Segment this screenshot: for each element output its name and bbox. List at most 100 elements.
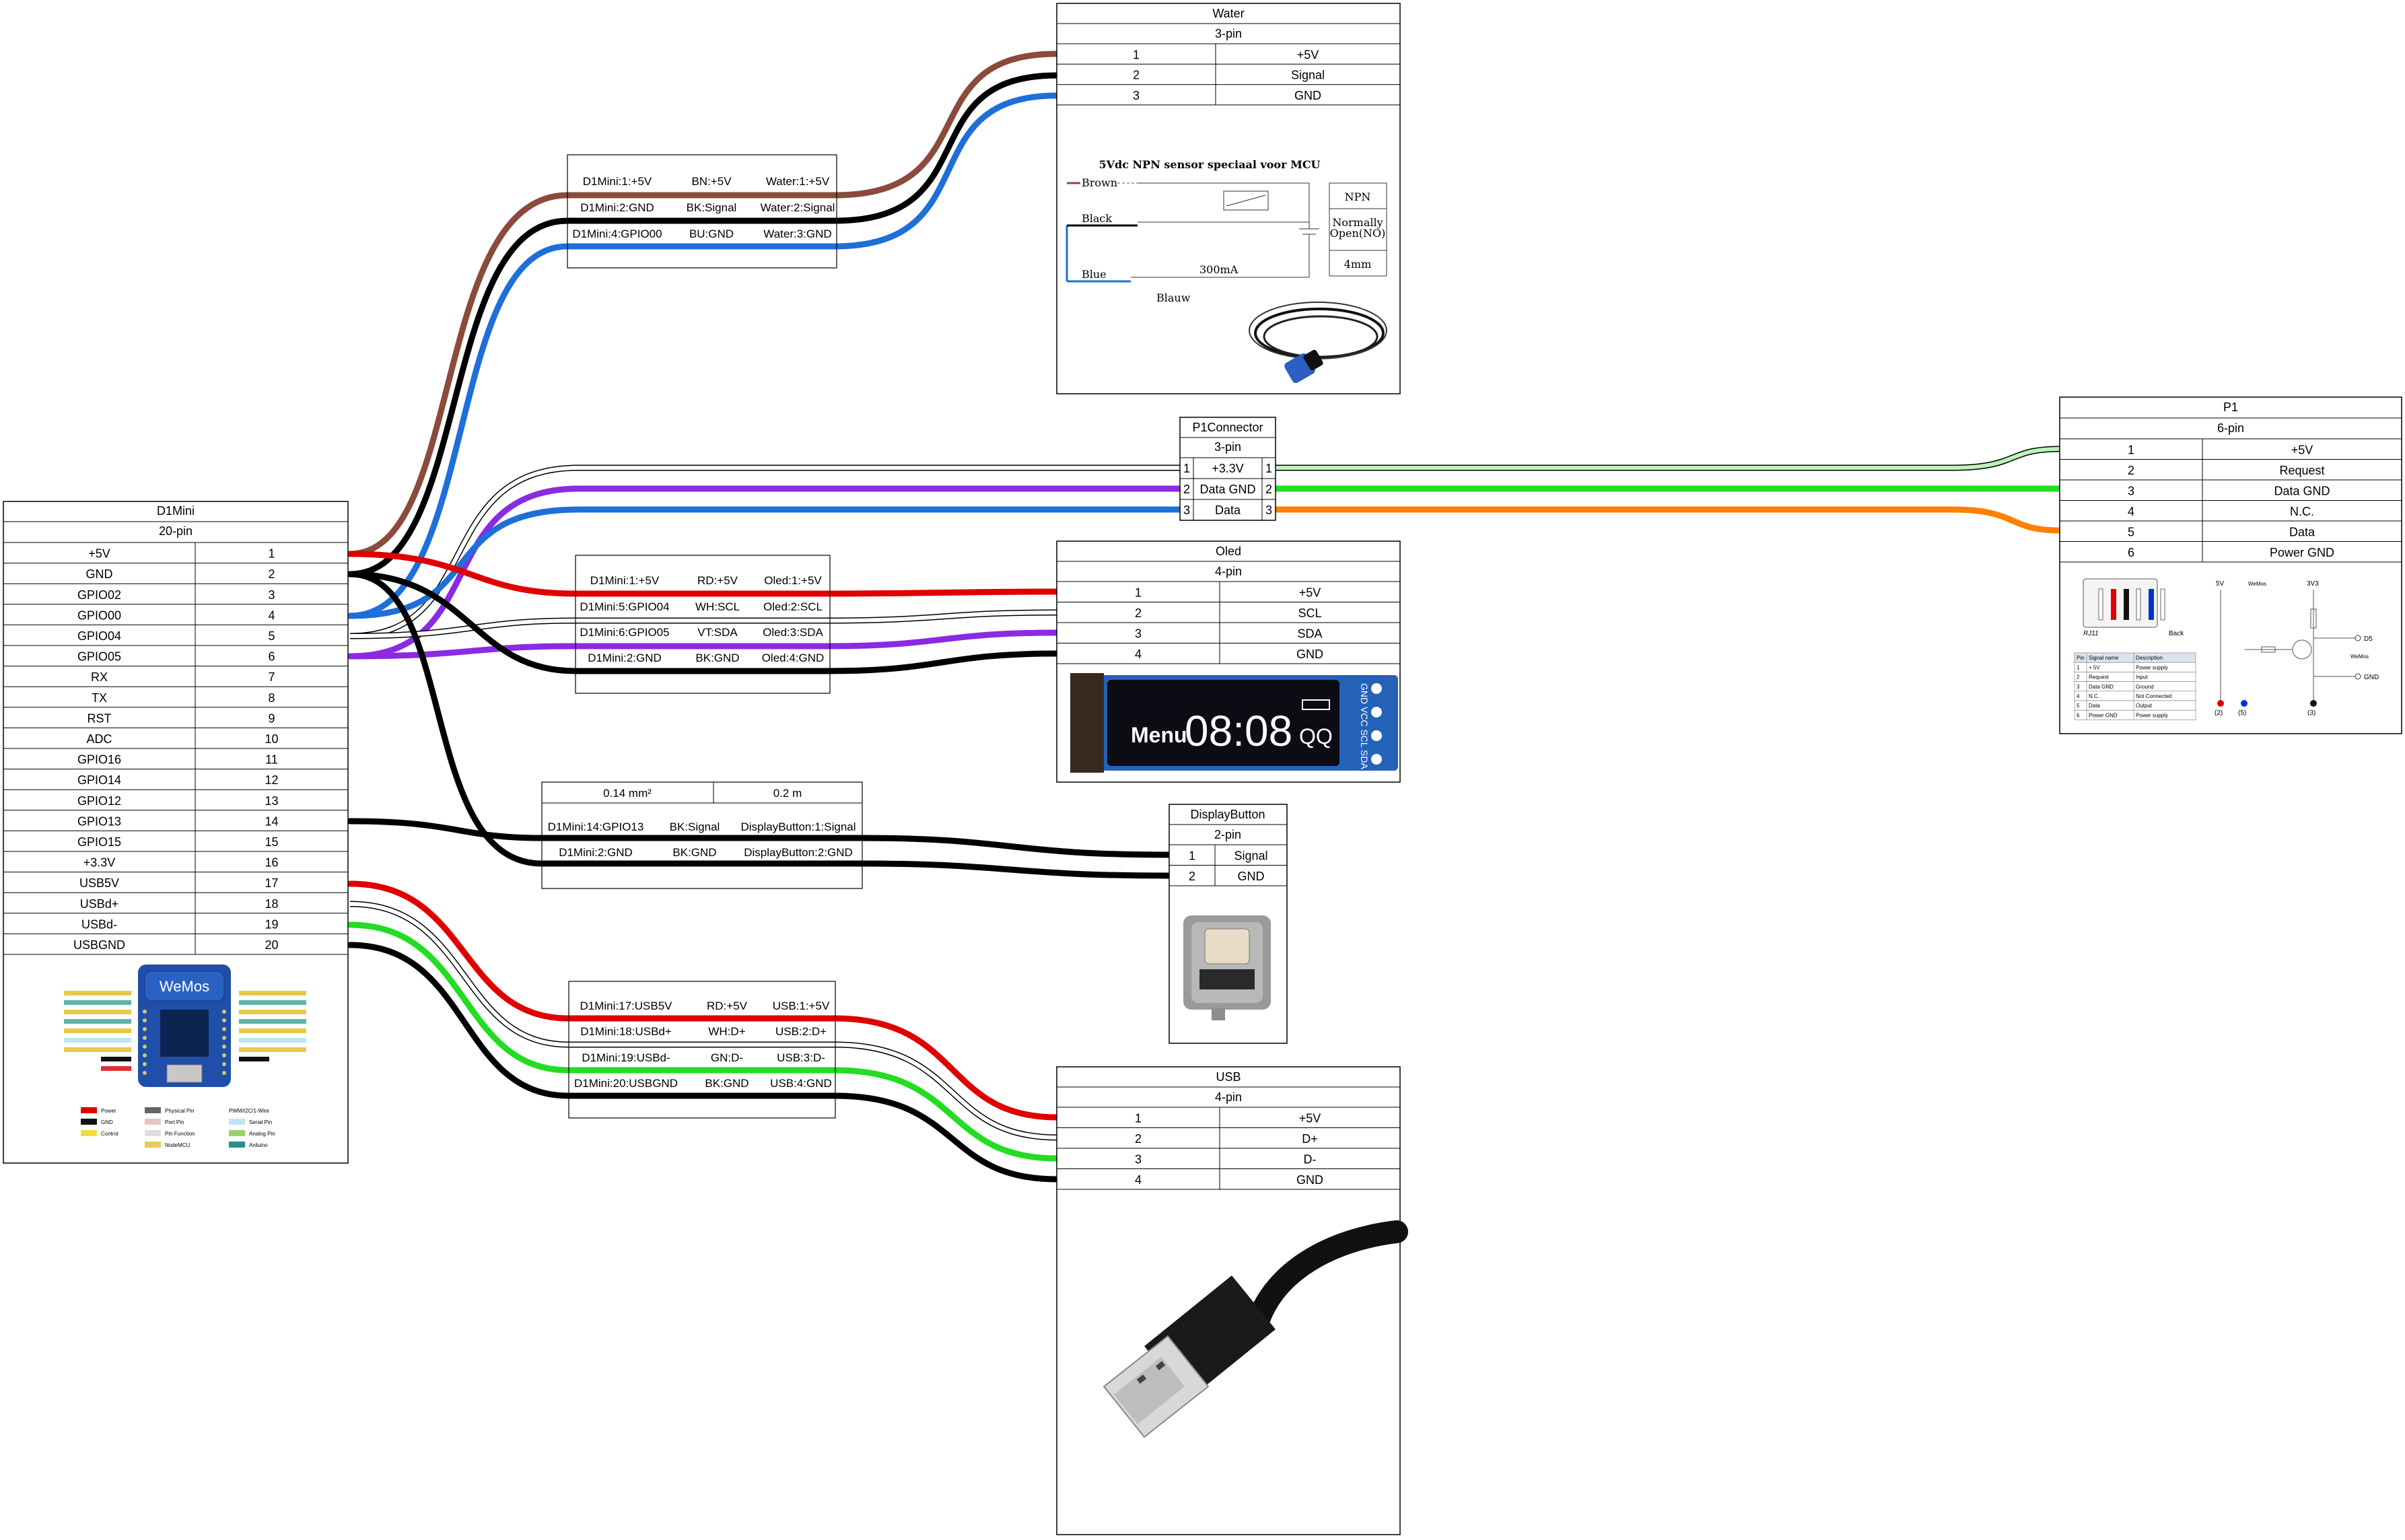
wires-layer [347, 50, 2063, 1183]
pin-number: 17 [265, 876, 278, 890]
spec-cell: 3 [2077, 684, 2080, 690]
pin-name: Data [1215, 503, 1241, 517]
water-title: Water [1212, 7, 1244, 20]
pin-name: Signal [1234, 849, 1267, 863]
legend-pin-function: Pin Function [165, 1131, 195, 1137]
pin-name: GPIO12 [77, 794, 121, 808]
pin-number: 13 [265, 794, 278, 808]
p1-pin5-label: (5) [2238, 709, 2246, 717]
pin-number: 4 [2128, 505, 2134, 518]
pin-name: N.C. [2290, 505, 2314, 518]
cable-cell: BK:Signal [687, 201, 737, 214]
pin-number: 3 [1133, 89, 1140, 102]
cable-cell: D1Mini:4:GPIO00 [572, 228, 662, 240]
pin-number: 14 [265, 814, 278, 828]
pin-number-right: 3 [1265, 503, 1272, 517]
pin-number: 1 [268, 547, 275, 561]
pin-name: +5V [88, 547, 110, 561]
legend-control: Control [101, 1131, 118, 1137]
pin-name: RX [91, 670, 108, 684]
pin-name: GND [1296, 648, 1323, 661]
sensor-brown-label: Brown [1082, 176, 1117, 189]
board-pin-tags [64, 991, 306, 1071]
sensor-caption: 5Vdc NPN sensor speciaal voor MCU [1099, 158, 1320, 171]
pin-name: USB5V [79, 876, 119, 890]
pin-number: 12 [265, 773, 278, 787]
pin-name: Data [2289, 526, 2315, 539]
p1connector-title: P1Connector [1192, 421, 1263, 434]
d1mini-title: D1Mini [157, 504, 195, 518]
p1connector-subtitle: 3-pin [1214, 440, 1241, 454]
pin-number: 10 [265, 732, 278, 746]
pin-number: 1 [1135, 1112, 1142, 1125]
cable-cell: Oled:1:+5V [764, 574, 822, 587]
pin-number: 9 [268, 711, 275, 725]
pin-name: +5V [1297, 48, 1319, 61]
cable-cell: USB:2:D+ [775, 1025, 827, 1038]
legend-nodemcu: NodeMCU [165, 1142, 190, 1148]
oled-subtitle: 4-pin [1215, 565, 1242, 578]
p1-wemos-label-side: WeMos [2350, 654, 2369, 660]
p1-wemos-label-top: WeMos [2248, 581, 2266, 587]
pin-name: GND [86, 567, 113, 581]
pin-name: GPIO00 [77, 608, 121, 622]
pin-name: USBGND [73, 938, 125, 952]
spec-cell: Signal name [2089, 655, 2119, 661]
water-sensor-image: 5Vdc NPN sensor speciaal voor MCU Brown … [1066, 158, 1387, 384]
pin-name: RST [88, 711, 112, 725]
p1-pin3-label: (3) [2307, 709, 2315, 717]
cable-cell: DisplayButton:2:GND [744, 846, 853, 859]
pin-name: GPIO16 [77, 753, 121, 767]
oled-module-image: Menu 08:08 QQ GND VCC SCL SDA [1070, 673, 1398, 773]
spec-cell: Pin [2077, 655, 2085, 661]
pin-number: 6 [268, 650, 275, 664]
legend-arduino: Arduino [249, 1142, 268, 1148]
wire [347, 72, 1060, 578]
pin-number: 2 [1189, 870, 1195, 883]
wire [1274, 447, 2062, 470]
sensor-blue-label: Blue [1082, 268, 1107, 281]
pin-number: 6 [2128, 546, 2134, 559]
pin-number: 4 [1135, 648, 1142, 661]
sensor-no-1: Normally [1332, 216, 1383, 229]
pin-number-right: 2 [1265, 483, 1272, 496]
cable-cell: BN:+5V [691, 175, 732, 188]
spec-cell: Power supply [2136, 712, 2168, 718]
p1-d5-label: D5 [2364, 635, 2373, 643]
cable-cell: Water:3:GND [763, 228, 831, 240]
cable-cell: D1Mini:1:+5V [590, 574, 660, 587]
pin-name: +3.3V [83, 856, 116, 870]
pin-name: D- [1304, 1153, 1317, 1166]
cable-cell: WH:SCL [695, 600, 740, 613]
water-subtitle: 3-pin [1215, 27, 1242, 40]
cable-button-gauge: 0.14 mm² [603, 787, 652, 800]
cable-cell: D1Mini:19:USBd- [582, 1051, 670, 1064]
p1-3v3-label: 3V3 [2307, 580, 2319, 588]
p1-gnd-label: GND [2364, 674, 2379, 681]
p1-subtitle: 6-pin [2217, 421, 2244, 435]
pin-number: 3 [1135, 1153, 1142, 1166]
cable-cell: D1Mini:14:GPIO13 [548, 820, 644, 833]
spec-cell: 4 [2077, 693, 2080, 699]
cable-cell: Oled:2:SCL [763, 600, 823, 613]
legend-port-pin: Port Pin [165, 1119, 184, 1125]
pin-name: GPIO02 [77, 588, 121, 602]
wire [347, 629, 1060, 660]
wemos-logo: WeMos [160, 978, 209, 995]
cable-cell: D1Mini:18:USBd+ [580, 1025, 672, 1038]
sensor-current: 300mA [1199, 263, 1239, 276]
usb-title: USB [1216, 1070, 1241, 1084]
pin-name: GND [1296, 1173, 1323, 1187]
